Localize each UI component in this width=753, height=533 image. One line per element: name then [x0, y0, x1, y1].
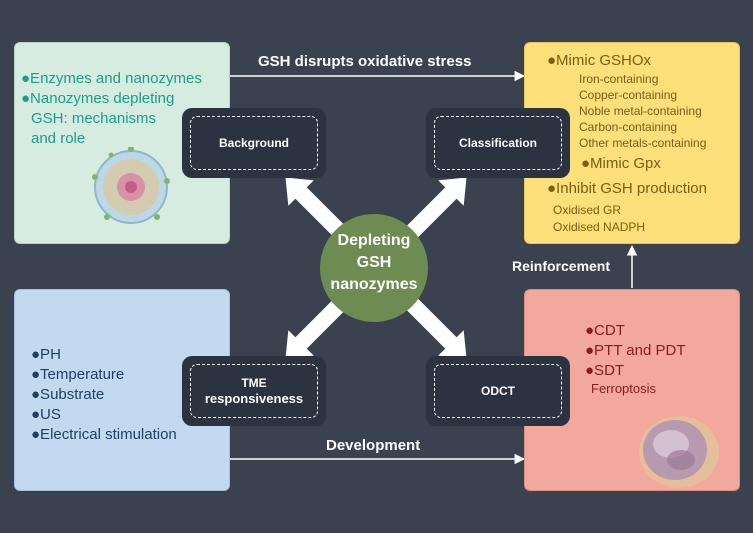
- hub-title-line2: GSH: [356, 254, 392, 271]
- odct-item-sdt: ●SDT: [585, 362, 625, 379]
- mimic-gshox-heading: ●Mimic GSHOx: [547, 52, 652, 69]
- hub-arrow-down-right: [398, 290, 467, 359]
- tme-item-temperature: ●Temperature: [31, 366, 125, 383]
- gshox-sub-carbon: Carbon-containing: [579, 120, 678, 134]
- hub-title-line3: nanozymes: [330, 276, 418, 293]
- hub-circle-shape: [320, 214, 428, 322]
- odct-tag: ODCT: [426, 356, 570, 426]
- classification-tag: Classification: [426, 108, 570, 178]
- inhibit-heading: ●Inhibit GSH production: [547, 180, 707, 197]
- odct-sub-ferroptosis: Ferroptosis: [591, 381, 657, 396]
- top-flow-label: GSH disrupts oxidative stress: [258, 53, 472, 70]
- gshox-sub-copper: Copper-containing: [579, 88, 678, 102]
- hub-arrow-up-right: [398, 177, 467, 246]
- inhibit-sub-nadph: Oxidised NADPH: [553, 220, 646, 234]
- gshox-sub-other: Other metals-containing: [579, 136, 707, 150]
- tme-tag-line1: TME: [241, 376, 267, 390]
- background-tag-label: Background: [190, 116, 318, 170]
- tme-tag-label: TME responsiveness: [190, 364, 318, 418]
- tme-item-electrical: ●Electrical stimulation: [31, 426, 177, 443]
- gshox-sub-noble: Noble metal-containing: [579, 104, 702, 118]
- tme-tag: TME responsiveness: [182, 356, 326, 426]
- background-item-enzymes: ●Enzymes and nanozymes: [21, 70, 202, 87]
- classification-panel: ●Mimic GSHOx Iron-containing Copper-cont…: [524, 42, 740, 244]
- mimic-gpx-heading: ●Mimic Gpx: [581, 155, 661, 172]
- tme-item-us: ●US: [31, 406, 61, 423]
- hub-title-line1: Depleting: [337, 232, 411, 249]
- background-item-role: and role: [31, 130, 86, 147]
- inhibit-sub-gr: Oxidised GR: [553, 203, 622, 217]
- cell-illustration: [639, 416, 719, 488]
- background-item-mechanisms: GSH: mechanisms: [31, 110, 157, 127]
- gshox-sub-iron: Iron-containing: [579, 72, 659, 86]
- odct-tag-label: ODCT: [434, 364, 562, 418]
- odct-item-ptt-pdt: ●PTT and PDT: [585, 342, 686, 359]
- tme-item-ph: ●PH: [31, 346, 61, 363]
- background-item-depleting: ●Nanozymes depleting: [21, 90, 175, 107]
- background-tag: Background: [182, 108, 326, 178]
- tme-item-substrate: ●Substrate: [31, 386, 105, 403]
- bottom-flow-label: Development: [326, 437, 421, 454]
- tme-tag-line2: responsiveness: [204, 391, 304, 406]
- classification-tag-label: Classification: [434, 116, 562, 170]
- nanozyme-illustration: [92, 147, 170, 224]
- hub-title: Depleting GSH nanozymes: [319, 230, 429, 296]
- odct-item-cdt: ●CDT: [585, 322, 625, 339]
- right-flow-label: Reinforcement: [512, 258, 611, 274]
